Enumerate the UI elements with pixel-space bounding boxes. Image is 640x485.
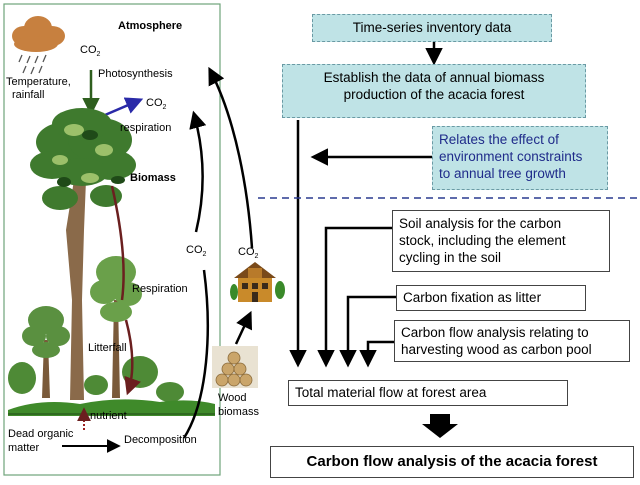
relates-line-1: Relates the effect of [439, 132, 559, 147]
co2-rain-label: CO2 [80, 44, 100, 61]
matter-label: matter [8, 442, 40, 454]
photosynthesis-label: Photosynthesis [98, 68, 173, 80]
establish-line-1: Establish the data of annual biomass [323, 70, 545, 85]
rainfall-label: rainfall [12, 89, 45, 101]
final-analysis-box: Carbon flow analysis of the acacia fores… [270, 446, 634, 478]
relates-box: Relates the effect of environment constr… [432, 126, 608, 190]
inventory-text: Time-series inventory data [352, 20, 512, 35]
co2-text: CO [186, 244, 203, 256]
nutrient-label: nutrient [90, 410, 127, 422]
fixation-text: Carbon fixation as litter [403, 290, 542, 305]
soil-analysis-box: Soil analysis for the carbon stock, incl… [392, 210, 610, 272]
co2-subscript: 2 [162, 104, 167, 112]
total-material-flow-box: Total material flow at forest area [288, 380, 568, 406]
respiration-top-label: respiration [120, 122, 172, 134]
decomposition-co2-curve [182, 269, 209, 439]
co2-respiration-label: CO2 [146, 97, 166, 114]
wood-label: Wood [218, 392, 247, 404]
wood-biomass-label: biomass [218, 406, 259, 418]
co2-decomposition-label: CO2 [186, 244, 206, 261]
co2-harvest-label: CO2 [238, 246, 258, 263]
inventory-box: Time-series inventory data [312, 14, 552, 42]
flow-line-1: Carbon flow analysis relating to [401, 325, 589, 340]
harvest-co2-arrow [208, 66, 254, 249]
respiration-label: Respiration [132, 283, 188, 295]
co2-subscript: 2 [96, 51, 101, 59]
soil-line-2: stock, including the element [399, 233, 566, 248]
co2-text: CO [80, 44, 97, 56]
soil-connector-arrow [317, 226, 392, 368]
forest-trees-illustration [8, 108, 215, 416]
co2-subscript: 2 [254, 253, 259, 261]
carbon-fixation-box: Carbon fixation as litter [396, 285, 586, 311]
co2-subscript: 2 [202, 251, 207, 259]
big-down-arrow [422, 414, 458, 438]
carbon-flow-connector-arrow [359, 340, 394, 368]
fixation-connector-arrow [339, 295, 396, 368]
decomposition-label: Decomposition [124, 434, 197, 446]
carbon-flow-harvest-box: Carbon flow analysis relating to harvest… [394, 320, 630, 362]
respiration-curve [110, 185, 125, 301]
ecosystem-panel-border [3, 3, 221, 476]
flow-line-2: harvesting wood as carbon pool [401, 342, 592, 357]
litterfall-arrow [124, 319, 141, 396]
temperature-label: Temperature, [6, 76, 71, 88]
final-text: Carbon flow analysis of the acacia fores… [306, 453, 598, 470]
co2-text: CO [238, 246, 255, 258]
biomass-label: Biomass [130, 172, 176, 184]
relates-line-3: to annual tree growth [439, 166, 566, 181]
dead-organic-label: Dead organic [8, 428, 74, 440]
soil-line-1: Soil analysis for the carbon [399, 216, 562, 231]
co2-to-atmosphere-arrow [189, 110, 207, 233]
establish-box: Establish the data of annual biomass pro… [282, 64, 586, 118]
wooden-house-icon [230, 262, 285, 302]
soil-line-3: cycling in the soil [399, 250, 502, 265]
rain-cloud-icon [12, 16, 65, 75]
total-text: Total material flow at forest area [295, 385, 487, 400]
wood-logs-icon [212, 346, 258, 388]
atmosphere-label: Atmosphere [118, 20, 183, 32]
relates-line-2: environment constraints [439, 149, 583, 164]
co2-text: CO [146, 97, 163, 109]
establish-line-2: production of the acacia forest [343, 87, 525, 102]
litterfall-label: Litterfall [88, 342, 127, 354]
wood-to-house-arrow [234, 310, 253, 345]
